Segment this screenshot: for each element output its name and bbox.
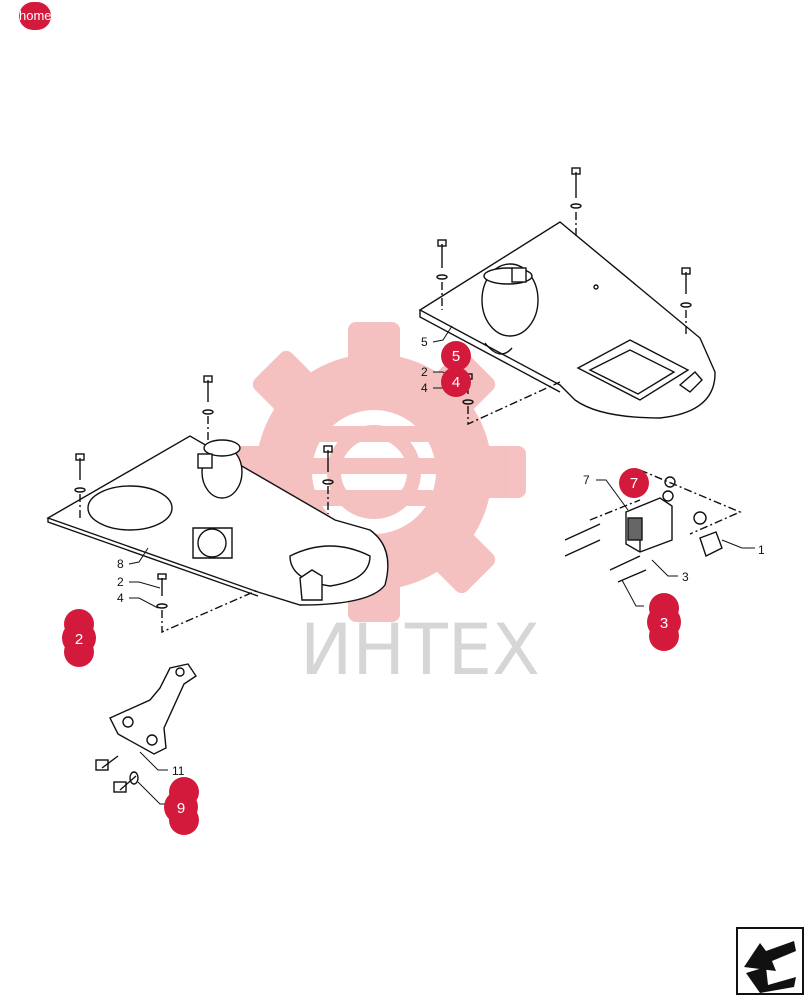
callout-3: 3: [682, 570, 689, 584]
callout-4: 4: [421, 381, 428, 395]
upper-plate: [418, 221, 716, 419]
back-arrow-icon: [736, 927, 804, 995]
callout-2: 2: [421, 365, 428, 379]
callout-1: 1: [758, 543, 765, 557]
svg-text:5: 5: [452, 348, 460, 365]
callout-8: 8: [117, 557, 124, 571]
svg-text:7: 7: [630, 475, 638, 492]
callout-5: 5: [421, 335, 428, 349]
hotspot-9[interactable]: 9: [164, 777, 199, 835]
hotspot-4[interactable]: 4: [441, 367, 471, 397]
switch-assembly: [564, 476, 723, 583]
svg-text:9: 9: [177, 800, 185, 817]
callout-4b: 4: [117, 591, 124, 605]
assembly-lines: [79, 212, 742, 634]
svg-text:4: 4: [452, 374, 460, 391]
hotspot-3[interactable]: 3: [647, 593, 681, 651]
watermark-text: ИНТЕХ: [300, 609, 540, 691]
part-callouts: 1 2 3 4 5 2 4 8 7 11: [117, 335, 765, 778]
hotspot-5[interactable]: 5: [441, 341, 471, 371]
home-button[interactable]: home: [19, 2, 51, 30]
callout-11: 11: [172, 764, 185, 778]
lower-plate: [46, 435, 389, 606]
svg-text:3: 3: [660, 615, 668, 632]
home-icon: home: [19, 8, 51, 23]
bracket: [95, 663, 197, 793]
svg-text:2: 2: [75, 631, 83, 648]
bolts: [74, 167, 692, 609]
callout-2b: 2: [117, 575, 124, 589]
back-button[interactable]: [736, 927, 804, 995]
hotspot-7[interactable]: 7: [619, 468, 649, 498]
callout-7: 7: [583, 473, 590, 487]
hotspot-2[interactable]: 2: [62, 609, 96, 667]
